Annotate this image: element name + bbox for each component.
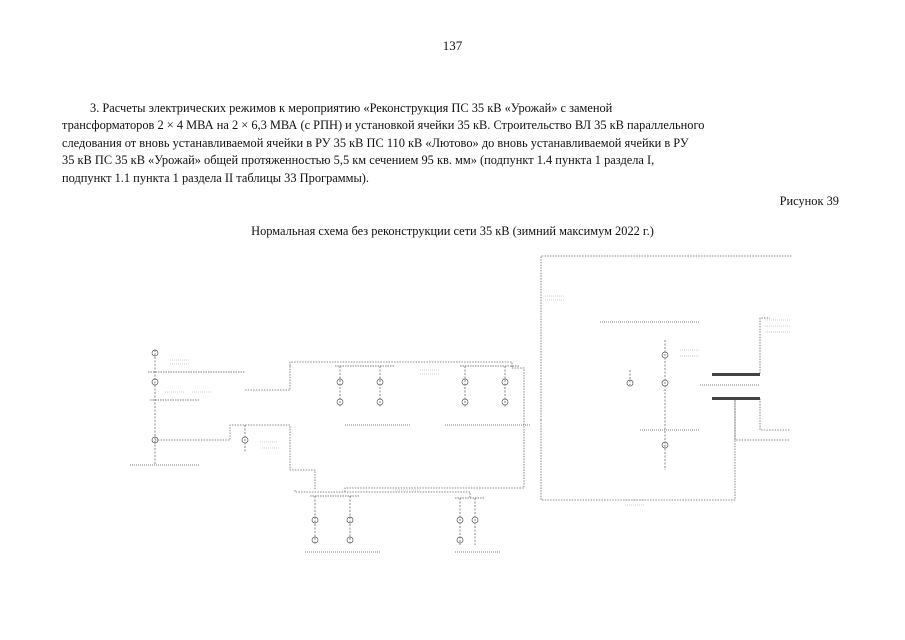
paragraph-line: 35 кВ ПС 35 кВ «Урожай» общей протяженно… <box>62 153 655 168</box>
figure-title: Нормальная схема без реконструкции сети … <box>251 224 654 238</box>
substation-right <box>600 321 760 470</box>
substation-upper-1 <box>335 365 410 426</box>
right-bus-2 <box>712 397 790 431</box>
substation-left <box>130 349 249 466</box>
paragraph-line: подпункт 1.1 пункта 1 раздела II таблицы… <box>62 170 370 185</box>
feeder-line-bottom-right <box>540 398 736 501</box>
right-bus <box>712 317 770 375</box>
substation-lower-1 <box>305 495 380 553</box>
bus-upper <box>289 361 513 368</box>
substation-upper-2 <box>445 365 530 426</box>
substation-lower-2 <box>455 497 500 553</box>
bus-upper-link <box>245 366 291 391</box>
paragraph-line: следования от вновь устанавливаемой ячей… <box>62 135 689 150</box>
paragraph-line: трансформаторов 2 × 4 МВА на 2 × 6,3 МВА… <box>62 118 705 133</box>
lower-bus <box>294 490 471 498</box>
figure-label: Рисунок 39 <box>779 194 839 208</box>
feeder-line-right <box>344 367 525 492</box>
paragraph-line: 3. Расчеты электрических режимов к мероп… <box>90 101 613 115</box>
feeder-line-left <box>155 424 316 490</box>
page-number: 137 <box>442 38 463 53</box>
schematic-annotations <box>165 295 790 506</box>
right-bus-3 <box>734 398 790 441</box>
feeder-line-top <box>540 255 792 420</box>
body-paragraph: 3. Расчеты электрических режимов к мероп… <box>62 100 845 187</box>
